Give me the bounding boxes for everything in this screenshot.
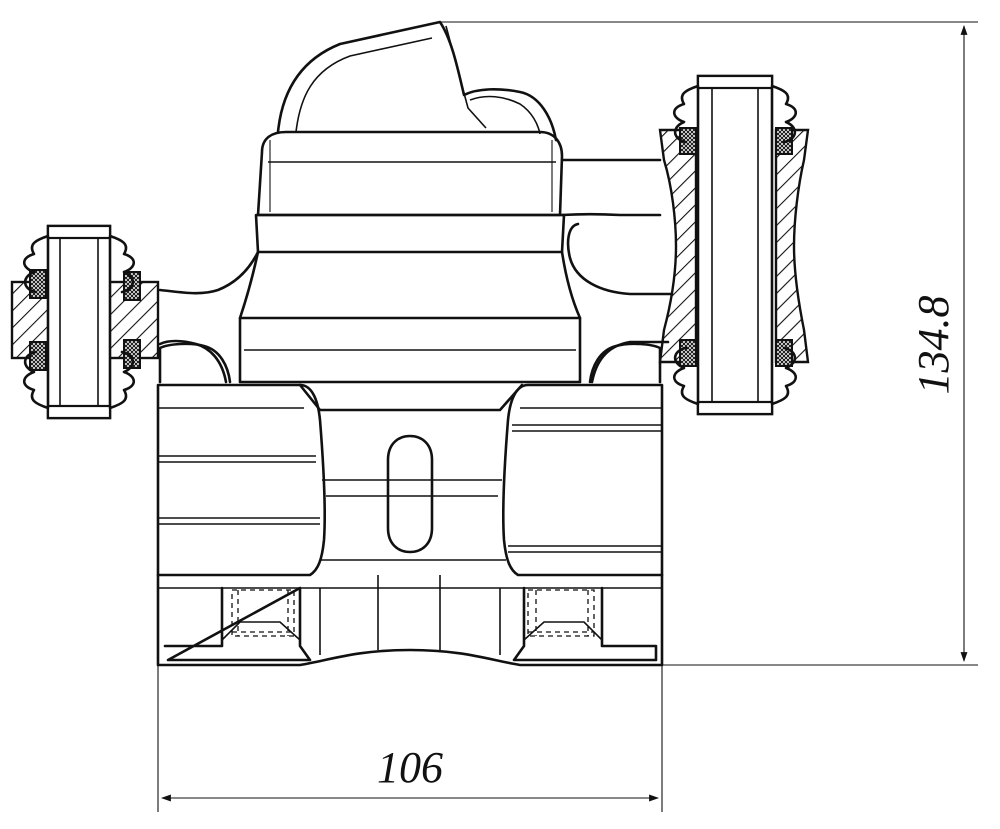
bleeder-arch xyxy=(276,20,558,142)
lower-base xyxy=(156,573,664,667)
piston-housing xyxy=(238,316,582,384)
center-slot xyxy=(386,434,434,554)
right-bolt xyxy=(512,586,658,662)
right-guide-bushing xyxy=(658,74,810,416)
left-brake-pad xyxy=(156,383,327,577)
dimension-height: 134.8 xyxy=(440,21,978,666)
caliper-body xyxy=(156,20,674,667)
upper-housing xyxy=(256,130,564,217)
dimension-width: 106 xyxy=(157,665,663,812)
width-dimension-label: 106 xyxy=(377,743,443,792)
left-bolt xyxy=(163,586,312,662)
height-dimension-label: 134.8 xyxy=(909,296,958,395)
left-guide-bushing xyxy=(10,224,160,420)
